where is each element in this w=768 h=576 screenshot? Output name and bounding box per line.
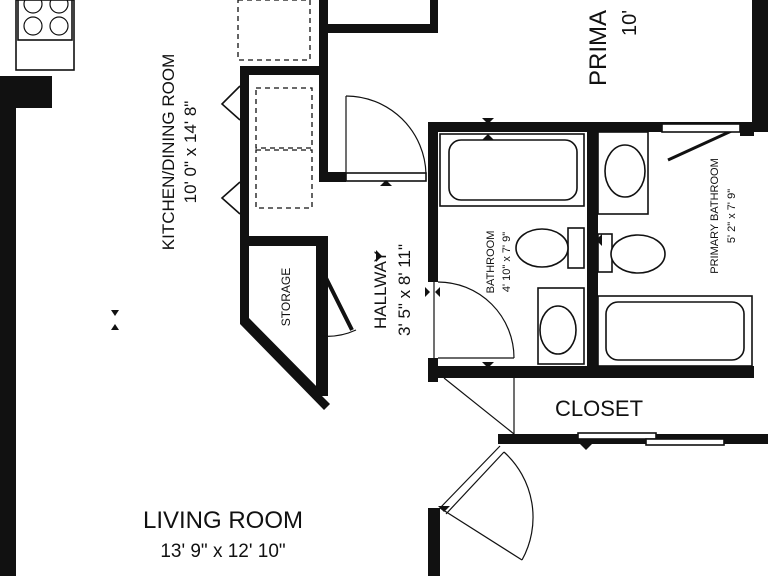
hallway-size: 3' 5" x 8' 11"	[395, 244, 414, 336]
bathroom-door-arc	[437, 281, 515, 359]
wall-left-block	[16, 76, 52, 108]
bedroom-door-arc	[503, 451, 534, 561]
toilet-tank	[567, 227, 585, 269]
wall-fridge-top	[240, 66, 328, 75]
wall-right-upper	[752, 0, 768, 132]
kitchen-dining-label: KITCHEN/DINING ROOM	[159, 54, 178, 250]
marker-arrow-icon	[111, 324, 119, 330]
burner-icon	[49, 0, 69, 14]
toilet-bathroom	[515, 227, 585, 269]
bathroom-door	[433, 281, 515, 359]
cabinet-dashed-lower	[255, 149, 313, 209]
marker-arrow-icon	[588, 287, 593, 297]
upper-cabinet-dashed	[237, 0, 311, 61]
cabinet-door-upper-icon	[220, 85, 241, 121]
bedroom-door-leaf-inner	[445, 451, 505, 515]
kitchen-dining-size: 10' 0" x 14' 8"	[181, 101, 200, 204]
bedroom-door	[439, 445, 534, 561]
burner-icon	[23, 16, 43, 36]
markers	[111, 118, 602, 512]
bathroom-size: 4' 10" x 7' 9"	[501, 232, 513, 292]
marker-arrow-icon	[425, 287, 430, 297]
living-room-label: LIVING ROOM	[143, 507, 303, 534]
bathtub-bathroom	[439, 133, 585, 207]
closet-slider-2	[645, 438, 725, 446]
marker-arrow-icon	[580, 444, 592, 450]
primary-bedroom-size-partial: 10'	[619, 10, 641, 36]
marker-arrow-icon	[482, 134, 494, 140]
burner-icon	[49, 16, 69, 36]
storage-door-arc	[319, 329, 357, 337]
primary-toilet-bowl	[610, 234, 666, 274]
closet-opening-diagonal	[443, 377, 515, 435]
marker-arrow-icon	[435, 287, 440, 297]
marker-arrow-icon	[596, 234, 602, 246]
hallway-label: HALLWAY	[371, 251, 390, 329]
wall-kitchen-right	[319, 0, 328, 182]
bedroom-door-leaf	[439, 445, 501, 509]
wall-bath-divider	[587, 122, 598, 378]
marker-arrow-icon	[438, 506, 450, 512]
wall-top-nook	[328, 24, 438, 33]
cabinet-dashed-upper	[255, 87, 313, 149]
sink-primary-bath	[597, 131, 649, 215]
primary-bath-door-leaf	[667, 126, 739, 162]
marker-arrow-icon	[593, 287, 598, 297]
marker-arrow-icon	[380, 180, 392, 186]
storage-door-leaf	[318, 265, 354, 331]
primary-tub-inner	[605, 301, 745, 361]
door-leaf	[345, 172, 427, 182]
bathroom-label: BATHROOM	[485, 231, 497, 294]
marker-arrow-icon	[376, 250, 382, 262]
wall-storage-top	[240, 236, 328, 246]
primary-bedroom-label-partial: PRIMA	[585, 10, 612, 86]
door-swing-arc	[345, 95, 427, 175]
wall-hallway-stub	[328, 172, 346, 182]
tub-inner	[448, 139, 578, 201]
wall-left-exterior	[0, 76, 16, 576]
storage-door	[318, 265, 357, 337]
marker-arrow-icon	[482, 118, 494, 124]
primary-bath-door	[661, 123, 741, 162]
cabinet-door-lower-icon	[220, 181, 241, 215]
closet-slider-1	[577, 432, 657, 440]
primary-bathroom-size: 5' 2" x 7' 9"	[726, 189, 738, 243]
sink-basin	[539, 305, 577, 355]
wall-bath-left-upper	[428, 122, 438, 282]
toilet-bowl	[515, 228, 569, 268]
closet-doors	[443, 377, 725, 446]
wall-top-nook-right	[430, 0, 438, 33]
primary-bathroom-label: PRIMARY BATHROOM	[709, 158, 721, 274]
bedroom-door-sill	[439, 507, 523, 561]
storage-label: STORAGE	[279, 268, 293, 326]
primary-sink-basin	[604, 144, 646, 198]
wall-bath-corner	[740, 122, 754, 136]
living-room-size: 13' 9" x 12' 10"	[160, 541, 285, 562]
marker-arrow-icon	[111, 310, 119, 316]
stove	[15, 0, 75, 71]
marker-arrow-icon	[482, 362, 494, 368]
sink-bathroom	[537, 287, 585, 365]
closet-label: CLOSET	[555, 396, 643, 421]
wall-storage-diagonal	[240, 246, 330, 410]
hallway-closet-door	[345, 95, 427, 182]
toilet-primary-bath	[597, 233, 666, 274]
wall-storage-right	[316, 236, 328, 396]
bathtub-primary-bath	[597, 295, 753, 367]
primary-bath-door-frame	[661, 123, 741, 133]
burner-icon	[23, 0, 43, 14]
wall-fridge-left	[240, 66, 249, 246]
wall-bedroom-left	[428, 508, 440, 576]
